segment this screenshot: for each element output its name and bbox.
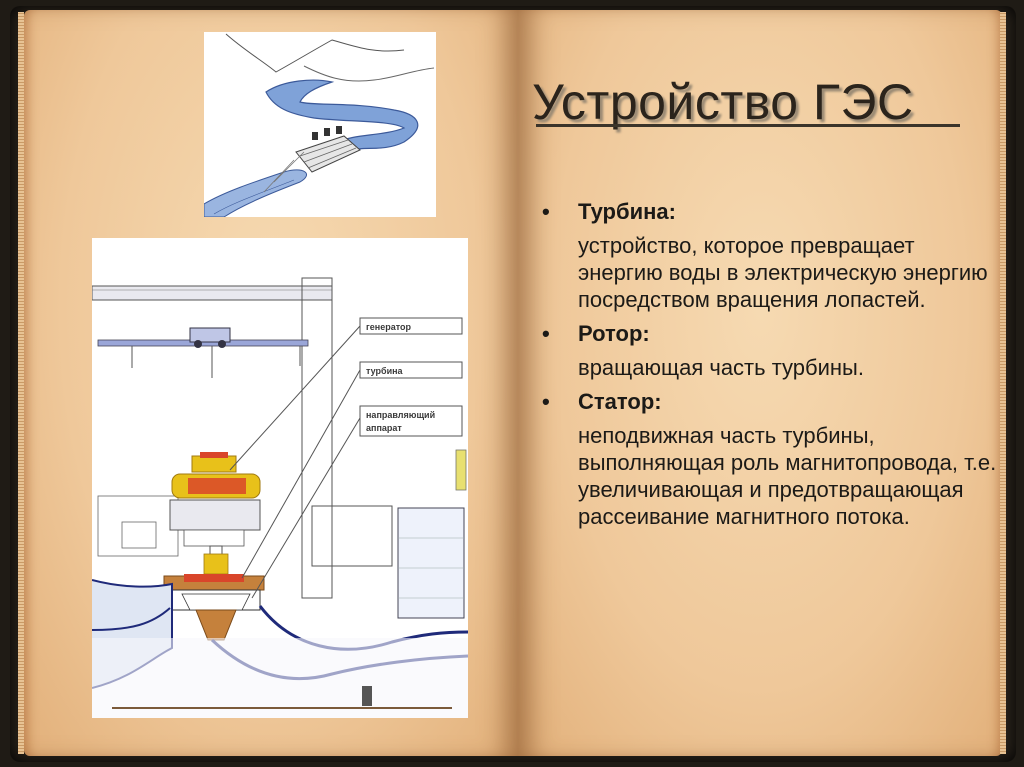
definitions-list: • Турбина: устройство, которое превращае… <box>542 198 998 537</box>
list-item-rotor: • Ротор: вращающая часть турбины. <box>542 320 998 381</box>
page-title: Устройство ГЭС <box>532 74 914 130</box>
term-rotor: Ротор: <box>578 321 650 346</box>
list-item-stator: • Статор: неподвижная часть турбины, вып… <box>542 388 998 530</box>
desc-turbine: устройство, которое превращает энергию в… <box>578 233 988 312</box>
bullet-icon: • <box>542 321 550 346</box>
svg-text:генератор: генератор <box>366 322 411 332</box>
desc-rotor: вращающая часть турбины. <box>578 355 864 380</box>
term-turbine: Турбина: <box>578 199 676 224</box>
page-edges-right <box>1000 12 1006 754</box>
title-underline <box>536 124 960 127</box>
page-edges-left <box>18 12 24 754</box>
svg-text:аппарат: аппарат <box>366 423 402 433</box>
desc-stator: неподвижная часть турбины, выполняющая р… <box>578 423 997 529</box>
label-turbine: турбина <box>359 361 463 379</box>
list-item-turbine: • Турбина: устройство, которое превращае… <box>542 198 998 313</box>
river-dam-sketch <box>203 32 436 218</box>
svg-text:направляющий: направляющий <box>366 410 435 420</box>
label-generator: генератор <box>359 317 463 335</box>
bullet-icon: • <box>542 389 550 414</box>
right-page <box>518 10 1002 756</box>
hydro-plant-diagram: генератор турбина направляющий аппарат <box>91 238 469 718</box>
term-stator: Статор: <box>578 389 662 414</box>
svg-text:турбина: турбина <box>366 366 404 376</box>
label-guide-apparatus: направляющий аппарат <box>359 405 463 437</box>
bullet-icon: • <box>542 199 550 224</box>
